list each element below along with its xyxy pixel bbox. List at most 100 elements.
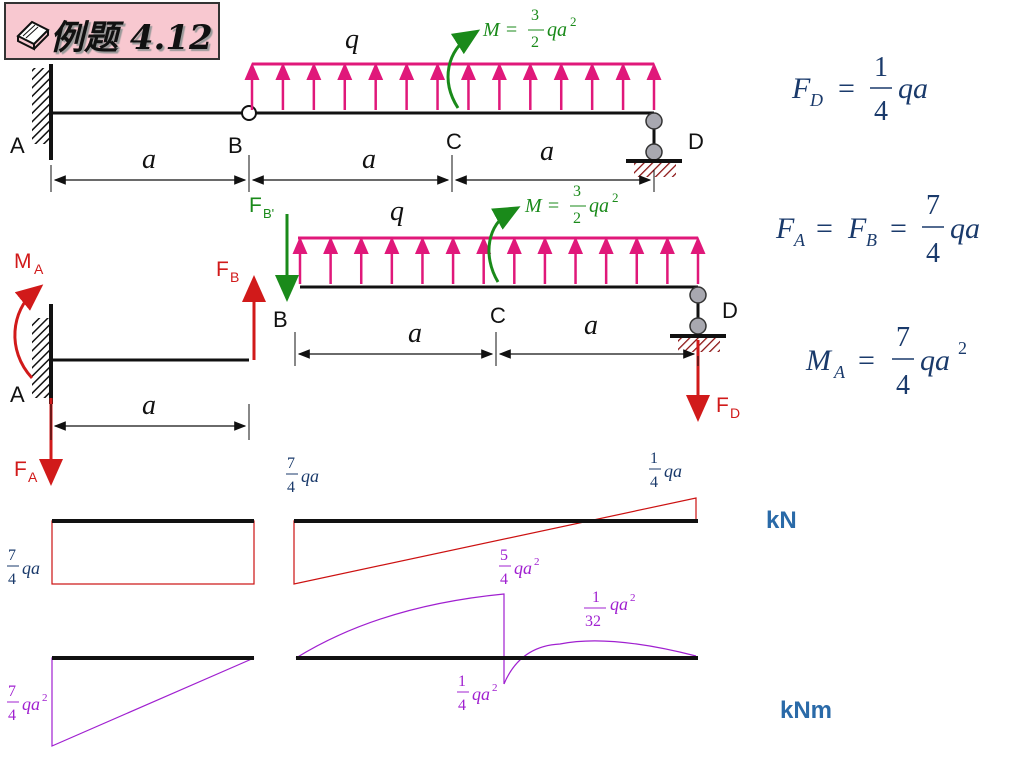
label-fa-sub: A (28, 469, 38, 485)
roller-d-fbd-1 (689, 286, 707, 304)
moment-label-mid-den: 2 (573, 210, 581, 227)
shear-diagram: 7 4 qa 7 4 qa 1 4 qa kN (7, 450, 797, 588)
moment-left-den: 4 (8, 707, 16, 724)
moment-label-mid-lhs: M = (524, 195, 565, 217)
moment-arrow-mid (487, 206, 521, 283)
moment-label-top-num: 3 (531, 7, 539, 24)
result-formulas: F D = 1 4 qa F A = F B = 7 4 qa M A = 7 … (775, 52, 980, 401)
label-a-point-fbd: A (10, 382, 25, 407)
shear-right-rhs: qa (664, 461, 682, 481)
label-fb-prime-sub: B' (263, 206, 274, 221)
moment-low-sup: 2 (492, 682, 498, 694)
formula-fd-num: 1 (874, 52, 888, 83)
moment-peak-sup: 2 (534, 556, 540, 568)
original-beam-group: A B C D q a a a M = 3 2 qa 2 (10, 7, 704, 192)
moment-max-num: 1 (592, 589, 600, 606)
label-dim-a-4: a (142, 390, 156, 421)
formula-fa-num: 7 (926, 190, 940, 221)
shear-mid-rhs: qa (301, 466, 319, 486)
formula-ma-eq: = (858, 344, 875, 377)
wall-hatch-a-fbd (32, 318, 50, 398)
moment-low-rhs: qa (472, 684, 490, 704)
label-fa: F (14, 458, 27, 481)
moment-ma-arrow (13, 284, 44, 380)
roller-d-fbd-2 (689, 317, 707, 335)
shear-right-den: 4 (650, 474, 658, 491)
moment-left-sup: 2 (42, 692, 48, 704)
label-fb: F (216, 258, 229, 281)
moment-max-rhs: qa (610, 594, 628, 614)
formula-fb-lhs-sub: B (866, 230, 877, 250)
moment-diagram: 7 4 qa 2 5 4 qa 2 1 4 qa 2 1 32 qa 2 kNm (7, 547, 832, 747)
formula-fd-eq: = (838, 72, 855, 105)
shear-left-rect (51, 520, 255, 585)
formula-ma-num: 7 (896, 322, 910, 353)
ground-hatch-d (634, 163, 676, 177)
label-a-point: A (10, 133, 25, 158)
label-b-point-fbd: B (273, 307, 288, 332)
roller-d-1 (645, 112, 663, 130)
moment-peak-num: 5 (500, 547, 508, 564)
label-c-point-fbd: C (490, 303, 506, 328)
label-q-mid: q (390, 196, 404, 227)
label-fb-prime: F (249, 194, 262, 217)
moment-arrow-top (446, 29, 481, 109)
moment-label-mid-num: 3 (573, 183, 581, 200)
moment-max-sup: 2 (630, 592, 636, 604)
formula-ma-den: 4 (896, 370, 910, 401)
label-d-point: D (688, 129, 704, 154)
formula-fd-lhs-sub: D (809, 90, 823, 110)
page-title: 例题 4.12 (50, 18, 213, 58)
moment-label-top-sup: 2 (570, 14, 577, 29)
label-dim-a-5: a (408, 318, 422, 349)
title-box: 例题 4.12 (4, 2, 220, 60)
label-dim-a-1: a (142, 144, 156, 175)
roller-d-2 (645, 143, 663, 161)
formula-fa-eq2: = (890, 212, 907, 245)
moment-label-top-den: 2 (531, 34, 539, 51)
moment-max-den: 32 (585, 613, 601, 630)
label-ma: M (14, 250, 32, 273)
shear-right-num: 1 (650, 450, 658, 467)
label-dim-a-3: a (540, 136, 554, 167)
label-c-point: C (446, 129, 462, 154)
free-body-group: M A F B F B' F A F D A B C D q a a a M =… (10, 183, 740, 486)
formula-ma-sup: 2 (958, 338, 967, 358)
formula-fd-lhs: F (791, 72, 811, 105)
label-fd: F (716, 394, 729, 417)
label-b-point: B (228, 133, 243, 158)
shear-mid-den: 4 (287, 479, 295, 496)
load-arrows-mid (292, 236, 706, 284)
moment-left-rhs: qa (22, 694, 40, 714)
formula-fa-eq1: = (816, 212, 833, 245)
wall-hatch-a (32, 68, 50, 144)
moment-label-top-lhs: M = (482, 19, 523, 41)
unit-moment: kNm (780, 697, 832, 724)
moment-low-den: 4 (458, 697, 466, 714)
formula-fd-den: 4 (874, 96, 888, 127)
label-dim-a-6: a (584, 310, 598, 341)
formula-ma-rhs: qa (920, 344, 950, 377)
formula-fa-rhs: qa (950, 212, 980, 245)
formula-fd-rhs: qa (898, 72, 928, 105)
moment-low-num: 1 (458, 673, 466, 690)
moment-left-num: 7 (8, 683, 16, 700)
moment-right-curve-2 (503, 640, 697, 685)
load-arrows-top (244, 62, 662, 110)
shear-right-poly (293, 497, 697, 585)
moment-label-mid-sup: 2 (612, 190, 619, 205)
unit-shear: kN (766, 507, 797, 534)
formula-fa-den: 4 (926, 238, 940, 269)
label-fb-sub: B (230, 269, 239, 285)
shear-left-num: 7 (8, 547, 16, 564)
formula-fb-lhs: F (847, 212, 867, 245)
label-q-top: q (345, 24, 359, 55)
moment-peak-den: 4 (500, 571, 508, 588)
formula-fa-lhs: F (775, 212, 795, 245)
book-icon (16, 20, 50, 51)
label-dim-a-2: a (362, 144, 376, 175)
moment-label-top-rhs: qa (547, 19, 567, 41)
label-d-point-fbd: D (722, 298, 738, 323)
hinge-b (241, 105, 257, 121)
